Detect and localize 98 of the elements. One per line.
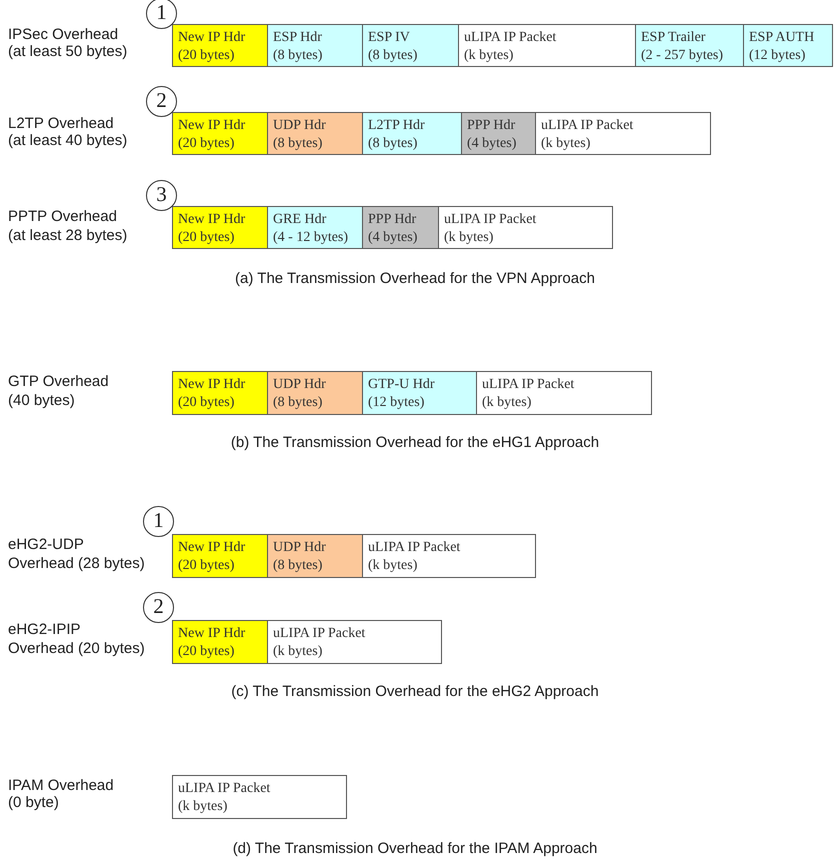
field-size: (k bytes) [368,557,418,575]
packet-field [267,206,363,249]
packet-field [172,112,268,155]
field-size: (8 bytes) [273,557,324,575]
field-name: UDP Hdr [273,117,327,135]
field-name: UDP Hdr [273,539,327,557]
packet-field [362,112,462,155]
field-name: GRE Hdr [273,211,328,229]
field-size: (8 bytes) [273,394,324,412]
field-name: PPP Hdr [368,211,418,229]
packet-field [267,24,363,67]
field-name: uLIPA IP Packet [368,539,462,557]
field-name: New IP Hdr [178,376,246,394]
packet-field [743,24,833,67]
packet-field [458,24,636,67]
overhead-label: (at least 28 bytes) [8,227,128,244]
packet-field [362,534,536,578]
overhead-label: eHG2-UDP [8,536,84,553]
field-size: (20 bytes) [178,135,236,153]
packet-field [172,534,268,578]
overhead-label: (at least 40 bytes) [8,132,128,149]
number-circle: 3 [146,180,177,211]
field-size: (k bytes) [464,47,514,65]
packet-field [476,371,652,415]
field-size: (4 - 12 bytes) [273,229,350,247]
overhead-label: PPTP Overhead [8,208,117,225]
overhead-label: IPSec Overhead [8,26,118,43]
field-name: ESP IV [368,29,411,47]
packet-field [438,206,613,249]
field-size: (k bytes) [178,798,228,816]
field-name: New IP Hdr [178,117,246,135]
packet-field [172,24,268,67]
field-size: (k bytes) [482,394,532,412]
caption: (c) The Transmission Overhead for the eHG2 Approach [231,683,599,700]
packet-field [362,371,477,415]
field-name: ESP AUTH [749,29,816,47]
packet-field [172,775,347,819]
field-name: uLIPA IP Packet [464,29,558,47]
field-name: GTP-U Hdr [368,376,436,394]
field-name: New IP Hdr [178,539,246,557]
packet-field [535,112,711,155]
overhead-label: IPAM Overhead [8,777,114,794]
overhead-label: Overhead (20 bytes) [8,640,145,657]
overhead-label: (40 bytes) [8,392,75,409]
field-name: ESP Trailer [641,29,706,47]
field-size: (8 bytes) [273,135,324,153]
field-size: (4 bytes) [368,229,418,247]
field-size: (20 bytes) [178,394,236,412]
field-size: (2 - 257 bytes) [641,47,724,65]
packet-field [172,371,268,415]
field-size: (8 bytes) [368,135,418,153]
field-name: L2TP Hdr [368,117,426,135]
field-size: (20 bytes) [178,47,236,65]
number-circle: 2 [143,592,174,623]
field-size: (20 bytes) [178,229,236,247]
packet-field [461,112,536,155]
caption: (d) The Transmission Overhead for the IPAM Approach [232,840,598,857]
caption: (b) The Transmission Overhead for the eHG1 Approach [230,434,600,451]
overhead-label: (at least 50 bytes) [8,43,128,60]
overhead-label: eHG2-IPIP [8,621,81,638]
number-circle: 2 [146,86,177,117]
field-name: ESP Hdr [273,29,323,47]
field-name: New IP Hdr [178,211,246,229]
field-size: (k bytes) [541,135,592,153]
caption: (a) The Transmission Overhead for the VPN Approach [235,270,595,287]
field-size: (k bytes) [273,643,324,661]
field-size: (20 bytes) [178,643,236,661]
field-size: (20 bytes) [178,557,236,575]
field-name: uLIPA IP Packet [273,625,366,643]
field-size: (8 bytes) [273,47,324,65]
field-size: (12 bytes) [749,47,806,65]
number-circle: 1 [146,0,177,29]
overhead-label: L2TP Overhead [8,115,114,132]
field-size: (4 bytes) [467,135,518,153]
packet-field [172,620,268,664]
number-circle: 1 [143,506,174,537]
field-name: New IP Hdr [178,625,246,643]
field-name: uLIPA IP Packet [541,117,634,135]
packet-field [267,620,442,664]
field-size: (8 bytes) [368,47,418,65]
overhead-label: (0 byte) [8,794,59,811]
field-name: uLIPA IP Packet [444,211,538,229]
packet-field [635,24,744,67]
field-name: UDP Hdr [273,376,327,394]
packet-field [267,371,363,415]
packet-field [172,206,268,249]
packet-field [267,112,363,155]
field-name: uLIPA IP Packet [178,780,272,798]
field-size: (k bytes) [444,229,494,247]
field-size: (12 bytes) [368,394,426,412]
field-name: uLIPA IP Packet [482,376,576,394]
packet-field [362,206,439,249]
field-name: PPP Hdr [467,117,516,135]
packet-field [267,534,363,578]
overhead-label: Overhead (28 bytes) [8,555,145,572]
overhead-label: GTP Overhead [8,373,109,390]
field-name: New IP Hdr [178,29,246,47]
packet-field [362,24,459,67]
